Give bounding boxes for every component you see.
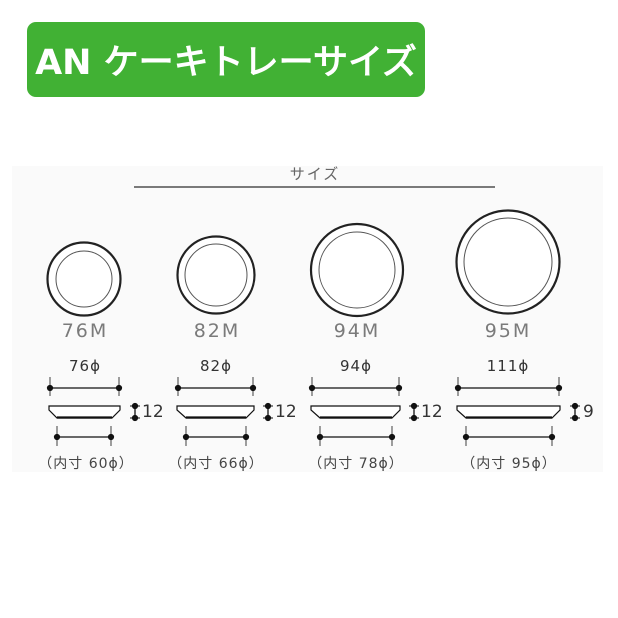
tray-95m-outer-diameter: 111ϕ (486, 357, 530, 375)
tray-94m-top-view-icon (309, 222, 405, 318)
tray-76m-top-view-icon (46, 241, 122, 317)
banner-title: AN ケーキトレーサイズ (35, 43, 417, 83)
tray-94m-inner-diameter: （内寸 78ϕ） (308, 456, 404, 472)
tray-76m-model-label: 76M (61, 320, 109, 342)
tray-82m-model-label: 82M (193, 320, 241, 342)
title-banner: AN ケーキトレーサイズ (27, 22, 425, 97)
tray-95m-model-label: 95M (484, 320, 532, 342)
section-divider (134, 186, 495, 188)
tray-76m-height: 12 (142, 402, 164, 422)
tray-76m-inner-diameter: （内寸 60ϕ） (38, 456, 134, 472)
tray-95m-height: 9 (583, 402, 594, 422)
tray-95m-top-view-icon (455, 209, 561, 315)
tray-95m-side-profile-icon (454, 377, 580, 446)
tray-94m-side-profile-icon (308, 377, 419, 446)
tray-82m-side-profile-icon (174, 377, 273, 446)
tray-94m-model-label: 94M (333, 320, 381, 342)
tray-94m-outer-diameter: 94ϕ (340, 357, 372, 375)
tray-76m-side-profile-icon (46, 377, 140, 446)
tray-82m-top-view-icon (176, 235, 256, 315)
tray-82m-height: 12 (275, 402, 297, 422)
tray-95m-inner-diameter: （内寸 95ϕ） (461, 456, 557, 472)
tray-82m-outer-diameter: 82ϕ (200, 357, 232, 375)
tray-94m-height: 12 (421, 402, 443, 422)
section-title: サイズ (289, 165, 341, 183)
tray-82m-inner-diameter: （内寸 66ϕ） (168, 456, 264, 472)
tray-76m-outer-diameter: 76ϕ (69, 357, 101, 375)
